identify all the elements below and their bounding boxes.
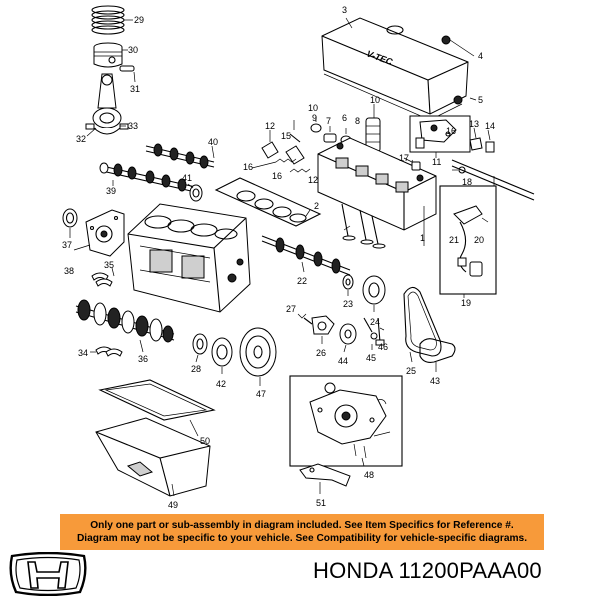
piston-pin-part	[119, 65, 136, 83]
crankshaft-pulley-part	[239, 327, 277, 386]
callout-50: 50	[200, 436, 210, 446]
callout-16c: 16	[446, 126, 456, 136]
callout-34: 34	[78, 348, 88, 358]
harness-bracket-part	[439, 185, 497, 298]
vtec-solenoid-part	[409, 115, 471, 158]
belt-tensioner-part	[297, 313, 335, 344]
callout-20: 20	[474, 235, 484, 245]
callout-46: 46	[378, 342, 388, 352]
callout-48: 48	[364, 470, 374, 480]
callout-25: 25	[406, 366, 416, 376]
callout-19: 19	[461, 298, 471, 308]
callout-13: 13	[469, 119, 479, 129]
callout-44: 44	[338, 356, 348, 366]
callout-24: 24	[370, 317, 380, 327]
callout-27: 27	[286, 304, 296, 314]
callout-32: 32	[76, 134, 86, 144]
cylinder-block-part	[127, 203, 251, 313]
bolt-part	[363, 317, 385, 350]
callout-31: 31	[130, 84, 140, 94]
callout-17: 17	[399, 153, 409, 163]
callout-29: 29	[134, 15, 144, 25]
water-pump-part	[289, 375, 403, 467]
callout-8a: 8	[355, 116, 360, 126]
callout-45: 45	[366, 353, 376, 363]
piston-part	[93, 42, 128, 68]
valve-cover-part	[321, 17, 475, 115]
callout-9: 9	[312, 113, 317, 123]
callout-6: 6	[342, 113, 347, 123]
honda-logo-icon	[9, 552, 87, 596]
valve-part	[341, 203, 386, 249]
callout-7: 7	[326, 116, 331, 126]
exhaust-camshaft-part	[145, 143, 215, 169]
callout-47: 47	[256, 389, 266, 399]
disclaimer-banner: Only one part or sub-assembly in diagram…	[60, 514, 544, 550]
cylinder-head-part	[317, 137, 437, 246]
callout-5: 5	[478, 95, 483, 105]
callout-23: 23	[343, 299, 353, 309]
callout-26: 26	[316, 348, 326, 358]
callout-49: 49	[168, 500, 178, 510]
oil-pan-gasket-part	[98, 379, 216, 437]
callout-36: 36	[138, 354, 148, 364]
lost-motion-spring-part	[251, 158, 311, 173]
crank-sprocket-part	[192, 333, 208, 363]
callout-21: 21	[449, 235, 459, 245]
valve-spring-part	[91, 5, 133, 35]
thrust-washer-part	[90, 346, 123, 357]
oil-control-part	[403, 157, 466, 174]
camshaft-seal-part	[187, 183, 203, 202]
callout-1: 1	[420, 233, 425, 243]
oil-pump-part	[62, 208, 125, 257]
timing-belt-drive-pulley-part	[211, 337, 233, 374]
head-gasket-part	[214, 177, 322, 227]
callout-15: 15	[281, 131, 291, 141]
callout-10a: 10	[308, 103, 318, 113]
callout-22: 22	[297, 276, 307, 286]
callout-4: 4	[478, 51, 483, 61]
crankshaft-part	[75, 299, 175, 353]
oil-pan-part	[95, 417, 211, 497]
callout-16a: 16	[243, 162, 253, 172]
callout-28: 28	[191, 364, 201, 374]
callout-12a: 12	[265, 121, 275, 131]
timing-cover-strip-part	[451, 159, 535, 201]
drive-belt-part	[419, 338, 456, 372]
callout-41: 41	[182, 173, 192, 183]
callout-16b: 16	[272, 171, 282, 181]
callout-30: 30	[128, 45, 138, 55]
sensor-part	[469, 127, 495, 153]
cam-sprocket-part	[362, 275, 386, 312]
intake-camshaft-part	[99, 162, 201, 194]
main-bearing-part	[91, 267, 115, 287]
timing-belt-part	[403, 286, 442, 363]
callout-51: 51	[316, 498, 326, 508]
shaft-seal-part	[342, 274, 354, 296]
disclaimer-line-1: Only one part or sub-assembly in diagram…	[90, 520, 514, 531]
callout-37: 37	[62, 240, 72, 250]
callout-12b: 12	[308, 175, 318, 185]
balance-shaft-part	[261, 235, 351, 276]
callout-33: 33	[128, 121, 138, 131]
connecting-rod-part	[85, 73, 129, 137]
idler-pulley-part	[339, 323, 357, 353]
callout-35: 35	[104, 260, 114, 270]
callout-18: 18	[462, 177, 472, 187]
part-number-label: HONDA 11200PAAA00	[313, 558, 542, 583]
mounting-bracket-part	[299, 463, 351, 494]
callout-42: 42	[216, 379, 226, 389]
callout-14: 14	[485, 121, 495, 131]
engine-exploded-diagram: V-TEC	[62, 5, 535, 510]
callout-11: 11	[432, 157, 441, 167]
callout-38: 38	[64, 266, 74, 276]
callout-40: 40	[208, 137, 218, 147]
callout-43: 43	[430, 376, 440, 386]
callout-2: 2	[314, 201, 319, 211]
callout-10b: 10	[370, 95, 380, 105]
disclaimer-line-2: Diagram may not be specific to your vehi…	[76, 533, 528, 544]
callout-39: 39	[106, 186, 116, 196]
callout-3: 3	[342, 5, 347, 15]
